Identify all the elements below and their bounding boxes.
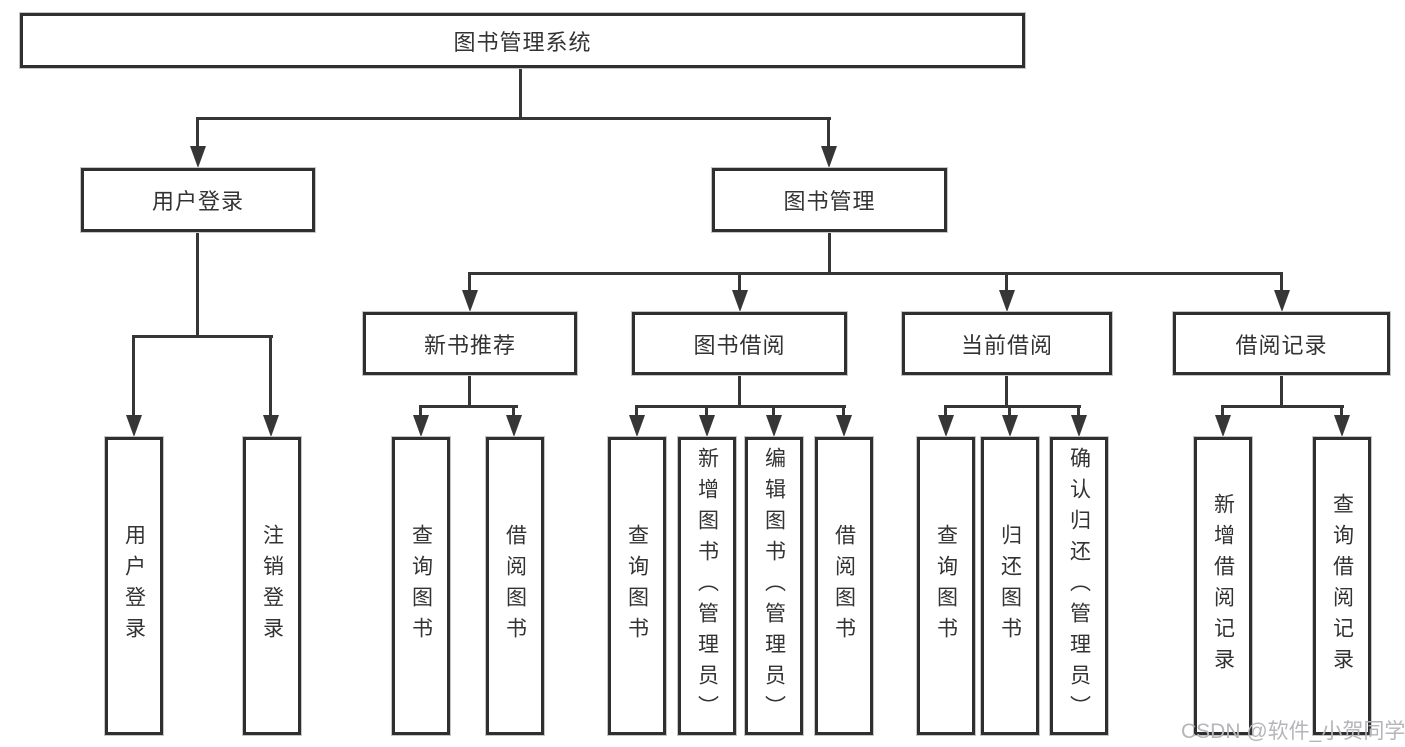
node-library-management-system: 图书管理系统 [20,13,1025,68]
arrowhead-cb-return [1002,415,1018,437]
connector-drop-user-login [196,117,199,151]
leaf-current-return-books: 归还图书 [981,437,1039,735]
arrowhead-bb-add [699,415,715,437]
node-user-login: 用户登录 [81,168,315,232]
connector-drop-borrow-records [1280,272,1283,294]
leaf-logout: 注销登录 [243,437,301,735]
connector-drop-new-book [468,272,471,294]
arrowhead-borrow-records [1274,290,1290,312]
leaf-current-query-books: 查询图书 [917,437,975,735]
connector-drop-leaf-logout [269,335,272,417]
connector-level2-horizontal [196,117,831,120]
connector-drop-br-query [1340,405,1343,419]
connector-drop-cb-return [1008,405,1011,419]
arrowhead-br-query [1334,415,1350,437]
arrowhead-leaf-login [126,415,142,437]
connector-level3-horizontal [468,272,1283,275]
arrowhead-leaf-logout [263,415,279,437]
connector-root-stub [519,68,522,120]
arrowhead-book-management [821,146,837,168]
connector-drop-cb-query [944,405,947,419]
arrowhead-cb-query [938,415,954,437]
connector-borrow-records-stub [1280,375,1283,408]
leaf-user-login: 用户登录 [105,437,163,735]
connector-drop-book-management [827,117,830,151]
connector-drop-nb-borrow [512,405,515,419]
leaf-borrow-edit-books-admin: 编辑图书（管理员） [745,437,803,735]
leaf-current-confirm-return-admin: 确认归还（管理员） [1050,437,1108,735]
leaf-borrow-add-books-admin: 新增图书（管理员） [678,437,736,735]
arrowhead-bb-edit [766,415,782,437]
connector-group4-horizontal [944,405,1081,408]
arrowhead-nb-query [413,415,429,437]
connector-drop-bb-edit [772,405,775,419]
arrowhead-book-borrow [732,290,748,312]
connector-drop-bb-query [635,405,638,419]
connector-drop-bb-add [705,405,708,419]
connector-book-borrow-stub [738,375,741,408]
connector-book-management-stub [828,232,831,275]
arrowhead-br-add [1215,415,1231,437]
connector-group5-horizontal [1221,405,1344,408]
connector-drop-bb-borrow [842,405,845,419]
connector-drop-leaf-login [132,335,135,417]
connector-user-login-stub [196,232,199,338]
leaf-records-query-record: 查询借阅记录 [1313,437,1371,735]
connector-drop-br-add [1221,405,1224,419]
node-book-borrowing: 图书借阅 [632,312,847,375]
arrowhead-cb-confirm [1071,415,1087,437]
connector-new-book-stub [468,375,471,408]
connector-group3-horizontal [635,405,846,408]
connector-group2-horizontal [419,405,518,408]
leaf-borrow-borrow-books: 借阅图书 [815,437,873,735]
node-current-borrowing: 当前借阅 [902,312,1112,375]
leaf-records-add-record: 新增借阅记录 [1194,437,1252,735]
arrowhead-bb-query [629,415,645,437]
connector-group1-horizontal [132,335,273,338]
connector-drop-nb-query [419,405,422,419]
connector-drop-cb-confirm [1077,405,1080,419]
leaf-newbook-query-books: 查询图书 [392,437,450,735]
connector-drop-current-borrow [1005,272,1008,294]
leaf-newbook-borrow-books: 借阅图书 [486,437,544,735]
csdn-watermark: CSDN @软件_小贺同学 [1181,720,1405,743]
arrowhead-new-book [462,290,478,312]
leaf-borrow-query-books: 查询图书 [608,437,666,735]
node-new-book-recommend: 新书推荐 [363,312,577,375]
arrowhead-bb-borrow [836,415,852,437]
arrowhead-nb-borrow [506,415,522,437]
node-borrowing-records: 借阅记录 [1173,312,1390,375]
connector-current-borrow-stub [1005,375,1008,408]
node-book-management: 图书管理 [712,168,947,232]
arrowhead-current-borrow [999,290,1015,312]
arrowhead-user-login [190,146,206,168]
connector-drop-book-borrow [738,272,741,294]
